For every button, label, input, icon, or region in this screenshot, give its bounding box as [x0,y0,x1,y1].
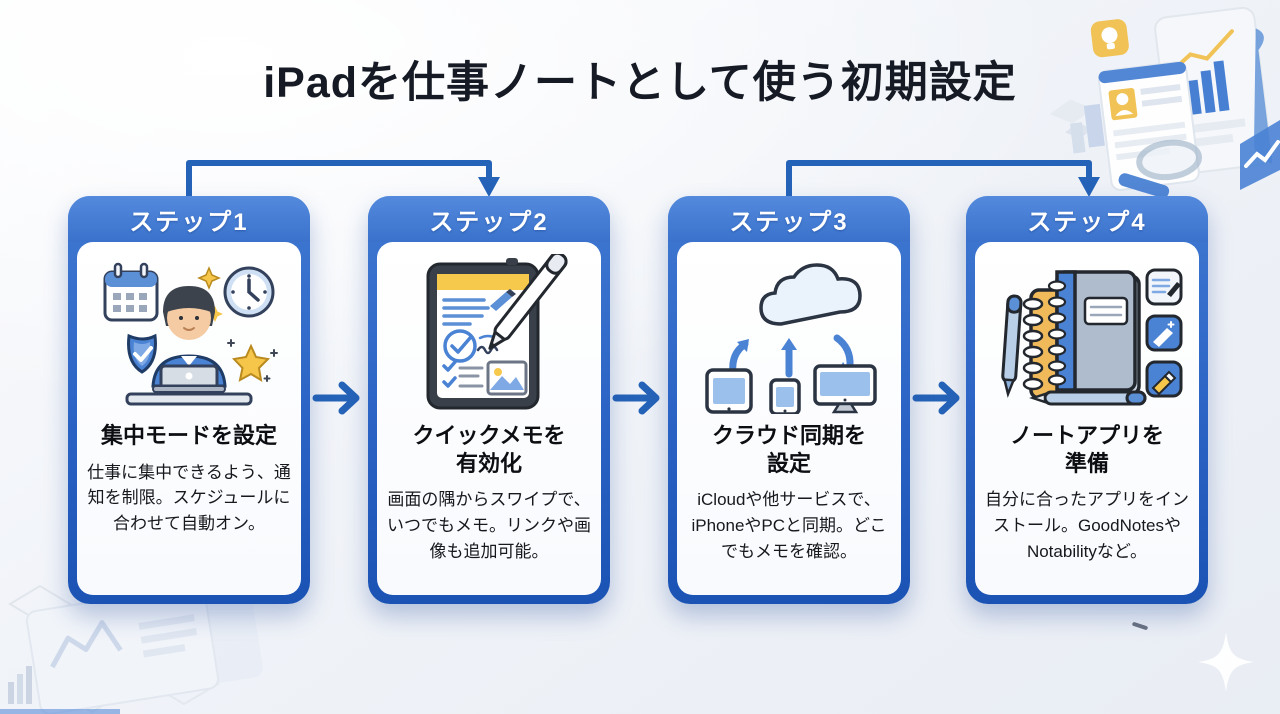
focus-person-illustration-icon [91,248,287,420]
step-2-heading: クイックメモを 有効化 [412,423,566,476]
step-1-description: 仕事に集中できるよう、通知を制限。スケジュールに合わせて自動オン。 [87,462,291,534]
connector-step3-step4 [786,160,1092,201]
step-card-4-body: ノートアプリを 準備 自分に合ったアプリをインストール。GoodNotesやNo… [975,242,1199,595]
step-card-3: ステップ3 [668,196,910,604]
step-2-description: 画面の隅からスワイプで、いつでもメモ。リンクや画像も追加可能。 [387,490,591,561]
step-card-4: ステップ4 [966,196,1208,604]
step-3-description: iCloudや他サービスで、iPhoneやPCと同期。どこでもメモを確認。 [691,490,887,561]
arrow-step1-step2-icon [312,381,360,415]
step-4-description: 自分に合ったアプリをインストール。GoodNotesやNotabilityなど。 [985,490,1189,561]
arrowhead-into-step4-icon [1078,177,1100,197]
step-4-heading: ノートアプリを 準備 [1009,423,1164,476]
notebook-apps-illustration-icon [987,248,1187,420]
arrow-step2-step3-icon [612,381,660,415]
step-card-2: ステップ2 [368,196,610,604]
step-1-label: ステップ1 [129,208,249,236]
page-title: iPadを仕事ノートとして使う初期設定 [263,59,1017,107]
step-2-label: ステップ2 [429,208,549,236]
cloud-sync-illustration-icon [689,248,889,420]
step-1-heading: 集中モードを設定 [100,423,277,448]
step-card-2-header: ステップ2 [368,196,610,242]
step-4-label: ステップ4 [1027,208,1147,236]
step-3-heading: クラウド同期を 設定 [711,423,866,476]
step-card-2-body: クイックメモを 有効化 画面の隅からスワイプで、いつでもメモ。リンクや画像も追加… [377,242,601,595]
step-card-1-body: 集中モードを設定 仕事に集中できるよう、通知を制限。スケジュールに合わせて自動オ… [77,242,301,595]
step-card-4-header: ステップ4 [966,196,1208,242]
step-3-label: ステップ3 [729,208,849,236]
arrow-step3-step4-icon [912,381,960,415]
step-card-1-header: ステップ1 [68,196,310,242]
step-card-1: ステップ1 [68,196,310,604]
quick-note-tablet-illustration-icon [394,248,584,420]
step-card-3-body: クラウド同期を 設定 iCloudや他サービスで、iPhoneやPCと同期。どこ… [677,242,901,595]
arrowhead-into-step2-icon [478,177,500,197]
step-card-3-header: ステップ3 [668,196,910,242]
connector-step1-step2 [186,160,492,201]
